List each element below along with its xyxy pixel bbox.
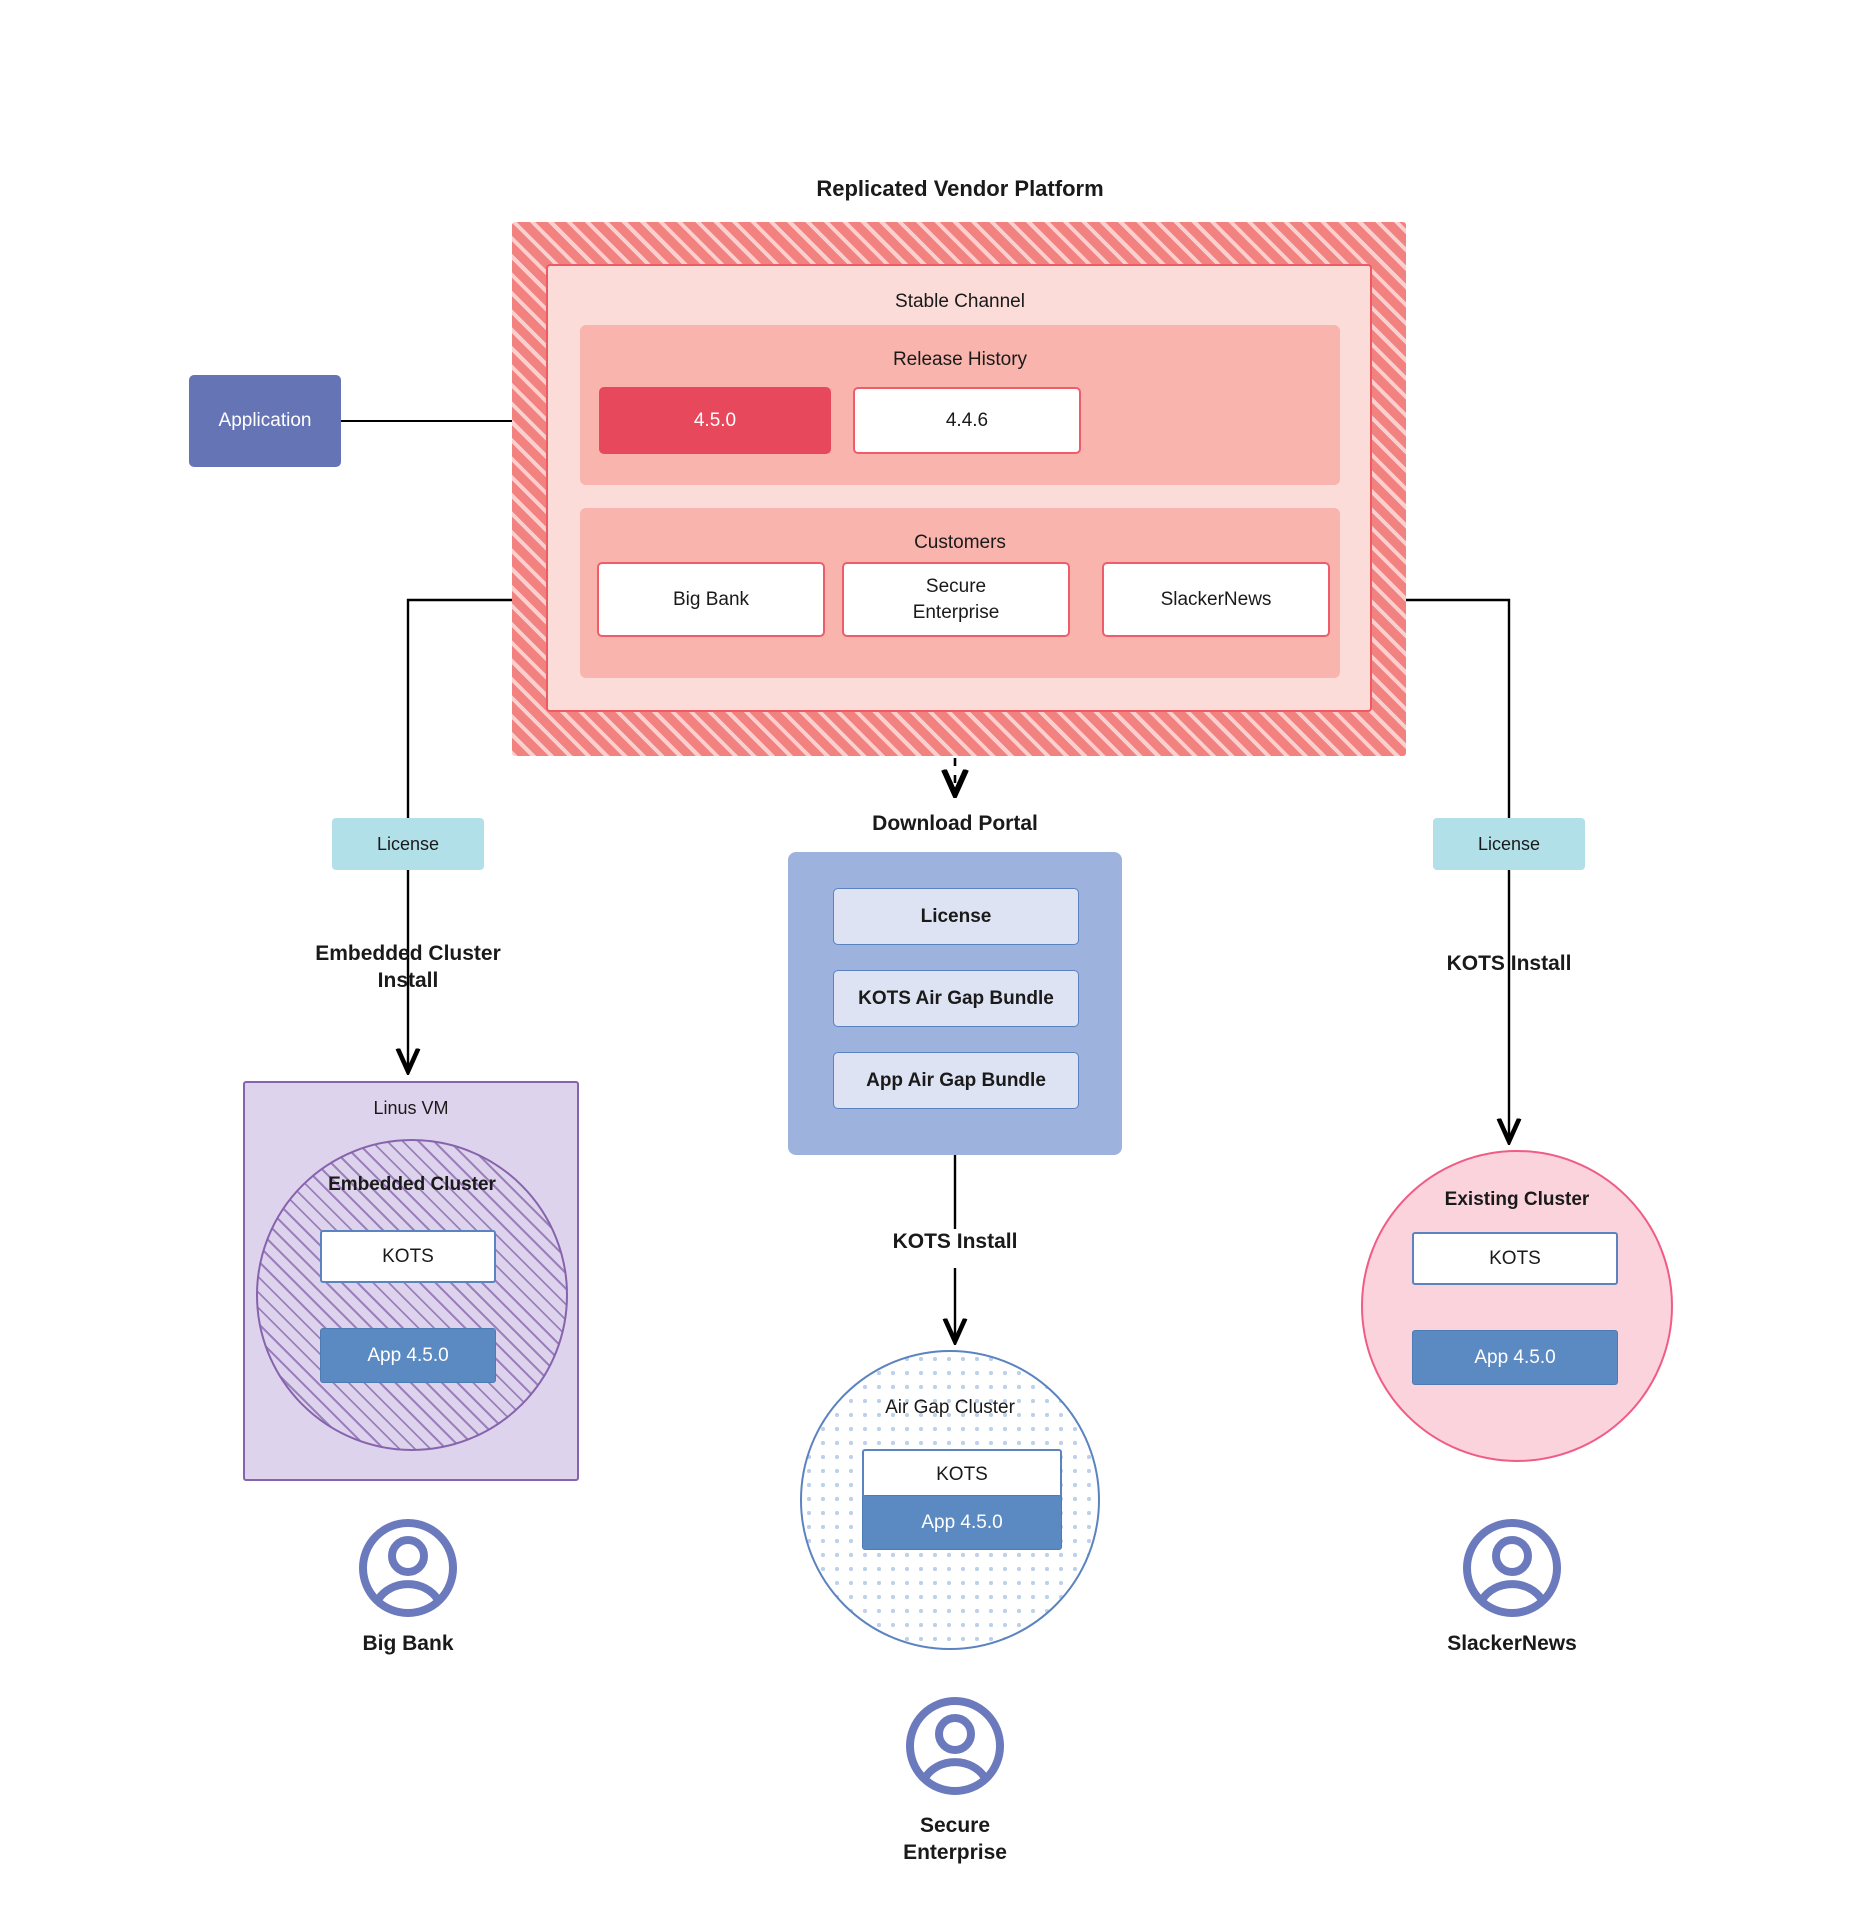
install-label-left: Embedded Cluster Install (315, 942, 501, 993)
customer-chip-big-bank[interactable]: Big Bank (597, 562, 825, 637)
portal-item-app-air-gap-bundle[interactable]: App Air Gap Bundle (833, 1052, 1079, 1109)
kots-chip-airgap[interactable]: KOTS (862, 1449, 1062, 1501)
user-avatar-icon (1463, 1519, 1561, 1617)
user-avatar-icon (359, 1519, 457, 1617)
application-label: Application (218, 410, 312, 431)
app-chip-airgap[interactable]: App 4.5.0 (862, 1495, 1062, 1550)
existing-cluster-label: Existing Cluster (1444, 1189, 1590, 1210)
embedded-cluster-circle (256, 1139, 568, 1451)
license-pill-right[interactable]: License (1433, 818, 1585, 870)
app-chip-embedded[interactable]: App 4.5.0 (320, 1328, 496, 1383)
install-label-center: KOTS Install (892, 1230, 1018, 1253)
install-label-right: KOTS Install (1446, 952, 1572, 975)
kots-chip-existing[interactable]: KOTS (1412, 1232, 1618, 1285)
user-avatar-icon (906, 1697, 1004, 1795)
customers-label: Customers (914, 532, 1006, 553)
page-title: Replicated Vendor Platform (816, 176, 1104, 201)
linus-vm-label: Linus VM (373, 1098, 449, 1118)
air-gap-cluster-label: Air Gap Cluster (885, 1397, 1015, 1418)
embedded-cluster-label: Embedded Cluster (328, 1174, 496, 1195)
end-user-label-big-bank: Big Bank (362, 1632, 454, 1655)
end-user-label-secure-enterprise: Secure Enterprise (903, 1814, 1007, 1865)
portal-item-kots-air-gap-bundle[interactable]: KOTS Air Gap Bundle (833, 970, 1079, 1027)
application-node[interactable]: Application (189, 375, 341, 467)
kots-chip-embedded[interactable]: KOTS (320, 1230, 496, 1283)
license-pill-left[interactable]: License (332, 818, 484, 870)
customer-chip-slackernews[interactable]: SlackerNews (1102, 562, 1330, 637)
download-portal-title: Download Portal (872, 812, 1038, 835)
release-chip-previous[interactable]: 4.4.6 (853, 387, 1081, 454)
stable-channel-label: Stable Channel (895, 291, 1025, 312)
release-history-label: Release History (892, 349, 1028, 370)
app-chip-existing[interactable]: App 4.5.0 (1412, 1330, 1618, 1385)
customer-chip-secure-enterprise[interactable]: Secure Enterprise (842, 562, 1070, 637)
end-user-label-slackernews: SlackerNews (1447, 1632, 1577, 1655)
release-chip-current[interactable]: 4.5.0 (599, 387, 831, 454)
existing-cluster-circle (1361, 1150, 1673, 1462)
portal-item-license[interactable]: License (833, 888, 1079, 945)
